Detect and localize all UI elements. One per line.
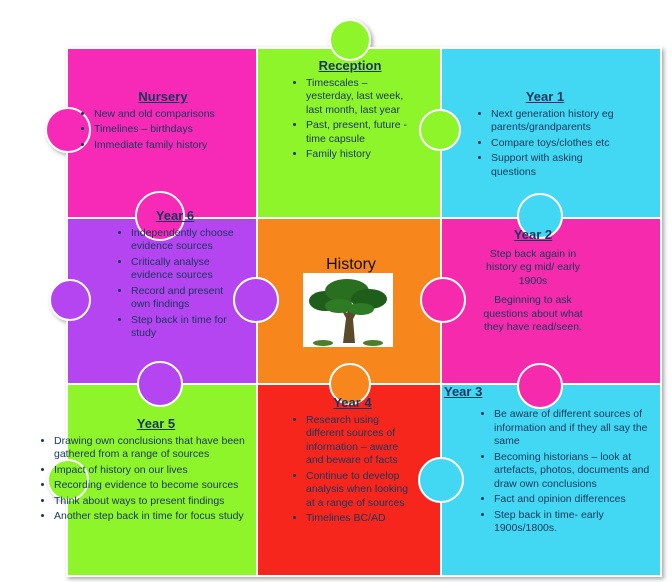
list-item: Drawing own conclusions that have been g… xyxy=(54,435,274,462)
reception-title: Reception xyxy=(318,58,382,73)
year3-text: Be aware of different sources of informa… xyxy=(478,408,664,538)
list-item: Step back in time for study xyxy=(131,314,235,341)
year6-title: Year 6 xyxy=(155,208,195,223)
list-item: Record and present own findings xyxy=(131,285,235,312)
year2-paragraph: Step back again in history eg mid/ early… xyxy=(486,247,580,287)
year4-text: Year 4 Research using different sources … xyxy=(290,396,415,528)
year5-text: Year 5 Drawing own conclusions that have… xyxy=(38,417,274,526)
list-item: Immediate family history xyxy=(94,139,248,153)
nursery-list: New and old comparisons Timelines – birt… xyxy=(78,108,248,153)
year2-paragraph: Beginning to ask questions about what th… xyxy=(483,294,583,333)
year3-list: Be aware of different sources of informa… xyxy=(478,408,664,536)
reception-text: Reception Timescales – yesterday, last w… xyxy=(290,59,410,164)
piece-reception xyxy=(256,47,444,221)
year6-text: Year 6 Independently choose evidence sou… xyxy=(115,209,235,343)
year1-list: Next generation history eg parents/grand… xyxy=(475,108,615,180)
tab-reception-right xyxy=(419,109,461,151)
list-item: Think about ways to present findings xyxy=(54,495,274,509)
year3-title: Year 3 xyxy=(444,384,483,399)
tab-year2-bottom xyxy=(517,363,563,409)
tab-center-bottom xyxy=(329,363,371,405)
list-item: Timelines BC/AD xyxy=(306,512,415,526)
year1-text: Year 1 Next generation history eg parent… xyxy=(475,90,615,181)
piece-year5 xyxy=(66,383,260,577)
list-item: Critically analyse evidence sources xyxy=(131,256,235,283)
nursery-text: Nursery New and old comparisons Timeline… xyxy=(78,90,248,154)
list-item: Impact of history on our lives xyxy=(54,464,274,478)
year4-list: Research using different sources of info… xyxy=(290,414,415,526)
list-item: Research using different sources of info… xyxy=(306,414,415,468)
tab-reception-top xyxy=(329,19,371,61)
year5-title: Year 5 xyxy=(136,416,176,431)
list-item: Becoming historians – look at artefacts,… xyxy=(494,451,664,492)
list-item: Past, present, future - time capsule xyxy=(306,119,410,146)
list-item: Independently choose evidence sources xyxy=(131,227,235,254)
year3-title-wrap: Year 3 xyxy=(444,384,488,399)
diagram-title: History xyxy=(326,256,376,273)
tab-year3-left xyxy=(418,457,464,503)
list-item: Continue to develop analysis when lookin… xyxy=(306,470,415,511)
tab-year6-left xyxy=(49,279,91,321)
tab-year6-right xyxy=(233,277,279,323)
tree-image xyxy=(303,273,393,347)
list-item: Support with asking questions xyxy=(491,152,615,179)
year2-text: Year 2 Step back again in history eg mid… xyxy=(478,228,588,335)
list-item: Step back in time- early 1900s/1800s. xyxy=(494,509,664,536)
list-item: New and old comparisons xyxy=(94,108,248,122)
list-item: Fact and opinion differences xyxy=(494,493,664,507)
year2-title: Year 2 xyxy=(513,227,553,242)
piece-year2 xyxy=(440,217,662,387)
list-item: Another step back in time for focus stud… xyxy=(54,510,274,524)
year6-list: Independently choose evidence sources Cr… xyxy=(115,227,235,341)
list-item: Compare toys/clothes etc xyxy=(491,137,615,151)
tab-year1-bottom xyxy=(517,193,563,239)
tab-year6-bottom xyxy=(137,361,183,407)
list-item: Timescales – yesterday, last week, last … xyxy=(306,77,410,118)
piece-year6 xyxy=(66,217,260,387)
tab-nursery-left xyxy=(45,107,91,153)
tab-year5-left xyxy=(47,459,89,501)
list-item: Recording evidence to become sources xyxy=(54,479,274,493)
piece-year4 xyxy=(256,383,444,577)
tab-year2-left xyxy=(420,277,466,323)
piece-year1 xyxy=(440,47,662,221)
list-item: Timelines – birthdays xyxy=(94,123,248,137)
nursery-title: Nursery xyxy=(138,89,188,104)
tab-nursery-bottom xyxy=(135,191,185,241)
list-item: Next generation history eg parents/grand… xyxy=(491,108,615,135)
year5-list: Drawing own conclusions that have been g… xyxy=(38,435,274,524)
list-item: Family history xyxy=(306,148,410,162)
reception-list: Timescales – yesterday, last week, last … xyxy=(290,77,410,162)
year1-title: Year 1 xyxy=(525,89,565,104)
year4-title: Year 4 xyxy=(333,395,372,410)
list-item: Be aware of different sources of informa… xyxy=(494,408,664,449)
